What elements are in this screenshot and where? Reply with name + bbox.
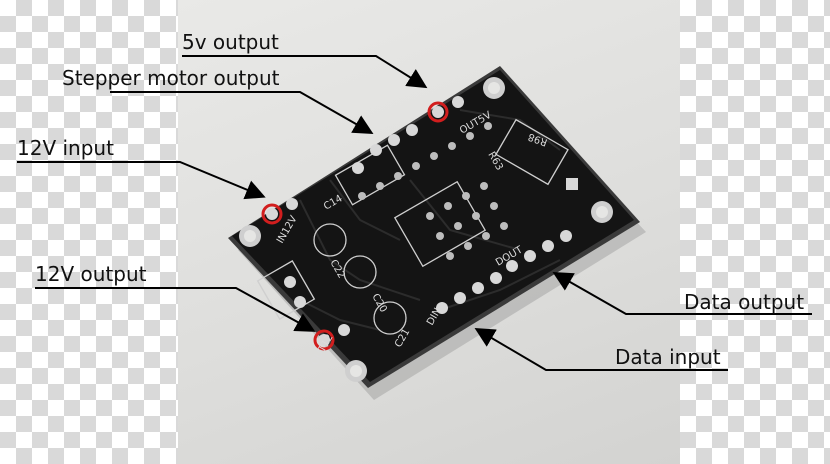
annotation-data-input: Data input <box>615 345 721 369</box>
leader-stepper <box>110 91 374 134</box>
annotation-data-output: Data output <box>684 290 805 314</box>
leader-12v-out <box>35 287 316 332</box>
annotation-5v-output: 5v output <box>182 30 279 54</box>
leader-12v-in <box>17 161 266 200</box>
annotation-12v-input: 12V input <box>17 136 114 160</box>
data-output-pads <box>506 230 572 272</box>
input-12v-pads <box>266 198 298 220</box>
transparency-checker-right <box>680 0 830 464</box>
annotation-12v-output: 12V output <box>35 262 147 286</box>
transparency-checker-left <box>0 0 178 464</box>
leader-lines <box>17 55 812 371</box>
leader-5v <box>182 55 428 89</box>
silkscreen-outlines <box>256 118 569 335</box>
stepper-header-pads <box>352 124 418 174</box>
ic-socket-pads <box>358 122 508 260</box>
highlight-rings <box>261 101 449 351</box>
output-5v-pads <box>432 96 464 118</box>
output-12v-pads <box>318 324 350 346</box>
leader-data-in <box>474 327 728 371</box>
pcb-board <box>232 70 634 382</box>
annotation-stepper-motor-output: Stepper motor output <box>62 66 280 90</box>
data-input-pads <box>436 272 502 314</box>
mounting-holes <box>239 77 613 382</box>
pcb-traces <box>299 109 561 331</box>
misc-pads <box>284 178 578 308</box>
leader-data-out <box>552 272 812 315</box>
